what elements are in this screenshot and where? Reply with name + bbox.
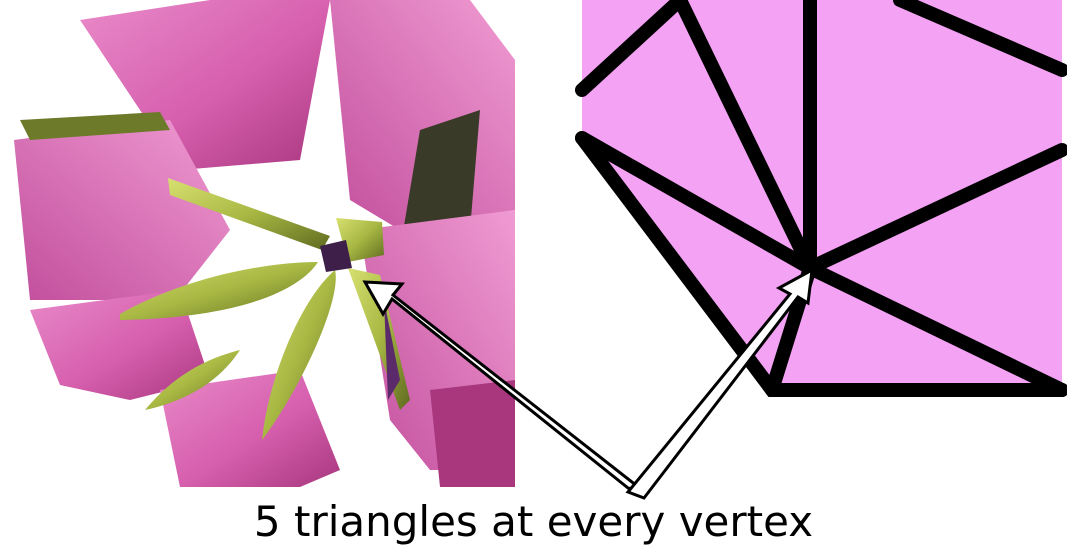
caption: 5 triangles at every vertex	[0, 498, 1067, 546]
icosahedron-net	[582, 0, 1062, 390]
origami-photo	[14, 0, 515, 487]
